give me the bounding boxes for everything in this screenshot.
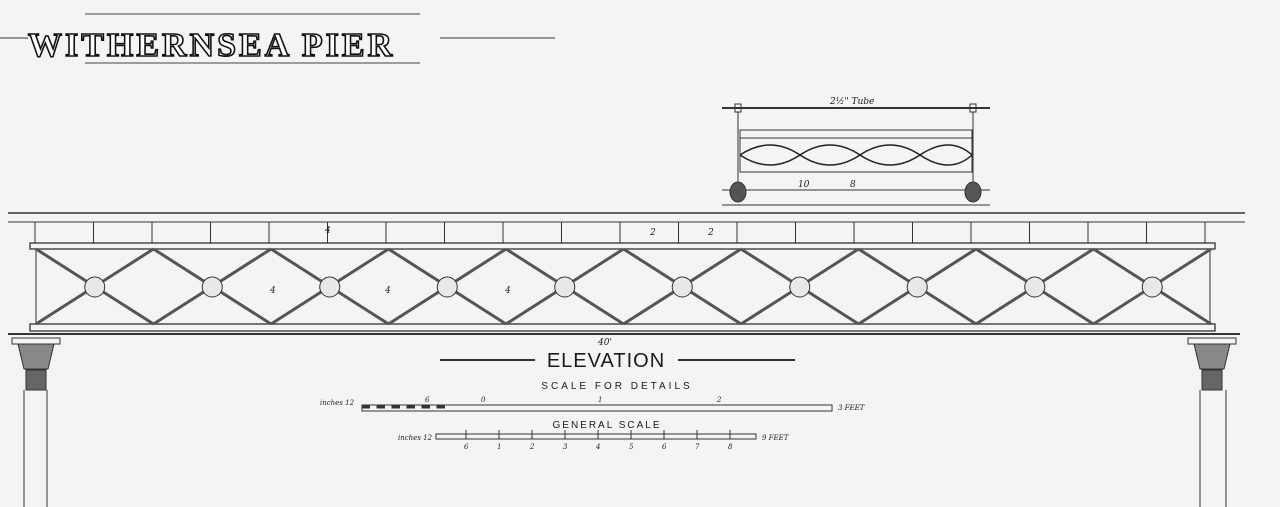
scale-division xyxy=(406,404,415,409)
rosette-plate xyxy=(84,276,106,298)
scale-tick-label: 2 xyxy=(529,443,535,451)
scale-details-unit-left: inches 12 xyxy=(320,399,355,407)
drawing-title: WITHERNSEA PIER xyxy=(28,27,395,64)
height-dimension: 10 xyxy=(798,180,810,190)
scale-details-label: SCALE FOR DETAILS xyxy=(541,381,692,392)
rosette-plate xyxy=(554,276,576,298)
scale-general-label: GENERAL SCALE xyxy=(553,420,662,431)
scale-tick-label: 0 xyxy=(481,396,486,404)
rosette-plate xyxy=(436,276,458,298)
scale-general-unit-left: inches 12 xyxy=(398,434,433,442)
scale-tick-label: 6 xyxy=(425,396,430,404)
rosette-plate xyxy=(789,276,811,298)
scale-tick-label: 6 xyxy=(464,443,469,451)
scale-tick-label: 1 xyxy=(497,443,501,451)
dimension-label: 2 xyxy=(707,228,714,238)
rosette-plate xyxy=(319,276,341,298)
scale-division xyxy=(376,404,385,409)
scale-tick-label: 3 xyxy=(563,443,568,451)
dimension-label: 4 xyxy=(269,286,276,296)
width-dimension: 8 xyxy=(850,180,856,190)
columns xyxy=(11,337,1237,507)
scale-division xyxy=(391,404,400,409)
view-label: ELEVATION xyxy=(547,350,665,372)
dimension-label: 4 xyxy=(324,226,331,236)
scale-tick-label: 6 xyxy=(662,443,667,451)
dimension-label: 4 xyxy=(384,286,391,296)
truss-elevation: 4 4 2 2 4 4 xyxy=(8,212,1245,335)
title-block: WITHERNSEA PIER xyxy=(0,13,555,65)
scale-tick-label: 1 xyxy=(598,396,602,404)
tube-dimension: 2½" Tube xyxy=(829,96,874,107)
dimension-label: 2 xyxy=(649,228,656,238)
rosette-plate xyxy=(671,276,693,298)
rosette-plate xyxy=(201,276,223,298)
scale-tick-label: 7 xyxy=(695,443,700,451)
rosette-plate xyxy=(1024,276,1046,298)
railing-detail: 2½" Tube 10 8 xyxy=(722,96,990,206)
scale-tick-label: 2 xyxy=(716,396,722,404)
scale-division xyxy=(436,404,445,409)
scale-tick-label: 4 xyxy=(595,443,600,451)
rosette-plate xyxy=(1141,276,1163,298)
scale-division xyxy=(421,404,430,409)
scale-details-bar xyxy=(361,404,833,412)
scale-details-unit-right: 3 FEET xyxy=(838,404,866,412)
rosette-plate xyxy=(906,276,928,298)
scale-division xyxy=(361,404,370,409)
scale-tick-label: 8 xyxy=(728,443,733,451)
scale-general-unit-right: 9 FEET xyxy=(762,434,790,442)
scale-tick-label: 5 xyxy=(629,443,634,451)
dimension-label: 4 xyxy=(504,286,511,296)
scale-general-bar xyxy=(435,433,757,440)
scale-bars: 6 0 1 2 6 1 2 3 4 5 6 7 8 xyxy=(361,396,833,451)
span-dimension: 40' xyxy=(597,338,612,348)
